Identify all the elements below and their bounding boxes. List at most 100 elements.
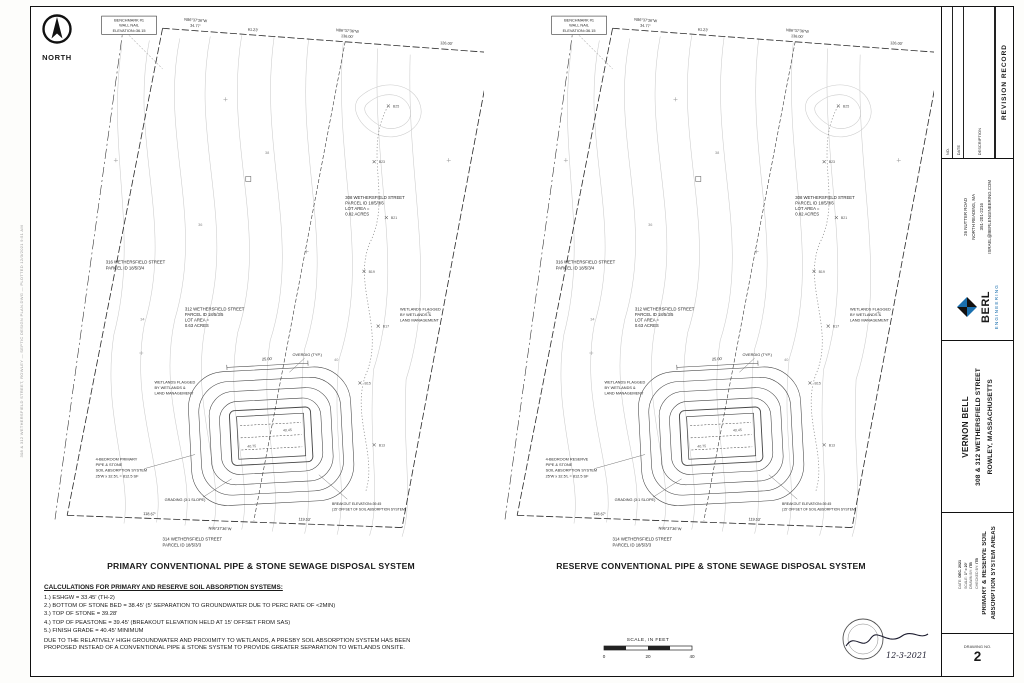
grading-label: GRADING (3:1 SLOPE)	[615, 498, 657, 502]
notes-item: 4.) TOP OF PEASTONE = 39.45' (BREAKOUT E…	[44, 619, 291, 626]
drawing-border	[30, 6, 1014, 677]
parcel-label-line: PARCEL ID 18/5/3/6	[345, 200, 384, 205]
parcel-label-line: 308 WETHERSFIELD STREET	[345, 195, 405, 200]
scale-value: 1" = 20'	[963, 562, 968, 575]
benchmark-line1: BENCHMARK #1	[114, 19, 144, 23]
scale-tick: 40	[689, 654, 695, 659]
test-hole-symbol	[695, 176, 702, 182]
notes-heading: CALCULATIONS FOR PRIMARY AND RESERVE SOI…	[44, 584, 283, 591]
bearing-label: N86°37'36"W	[659, 526, 682, 531]
project-town: ROWLEY, MASSACHUSETTS	[987, 378, 994, 475]
parcel-label-line: 0.63 ACRES	[185, 323, 209, 328]
calculations-notes: CALCULATIONS FOR PRIMARY AND RESERVE SOI…	[44, 584, 444, 653]
wetland-line	[360, 106, 389, 493]
scale-bar-graphic: 0 20 40	[603, 645, 695, 659]
breakout-line: BREAKOUT ELEVATION=39.45	[332, 502, 381, 506]
date-label: DATE:	[958, 578, 963, 589]
overdig-label: OVERDIG (TYP.)	[742, 353, 772, 357]
bearing-label: N86°37'36"W	[209, 526, 232, 531]
property-boundary	[504, 22, 934, 528]
parcel-label-line: LOT AREA =	[345, 206, 370, 211]
firm-logo: BERL ENGINEERING	[942, 274, 1013, 340]
benchmark-line1: BENCHMARK #1	[564, 19, 594, 23]
contour-lines	[560, 35, 872, 537]
wetlands-note-right: WETLANDS FLAGGED BY WETLANDS & LAND MANA…	[850, 307, 891, 322]
revision-col-no: NO.	[942, 7, 953, 158]
drawing-number-value: 2	[973, 649, 982, 664]
checked-by-label: CHECKED BY:	[974, 564, 979, 589]
benchmark-box: BENCHMARK #1 WALL NAIL ELEVATION=36.15	[101, 15, 163, 70]
parcel-label-line: PARCEL ID 18/5/3/4	[556, 265, 595, 270]
wetlands-note-line: WETLANDS FLAGGED	[154, 380, 195, 384]
plan-title: RESERVE CONVENTIONAL PIPE & STONE SEWAGE…	[556, 561, 866, 571]
sas-width-dimension	[676, 360, 759, 370]
revision-col-date-label: DATE	[955, 144, 961, 155]
parcel-label-line: PARCEL ID 18/5/3/4	[106, 265, 145, 270]
wetland-flag-labels: B25 B23 B21 B19 B17 B15 B13	[815, 104, 850, 447]
wetland-flag-label: B21	[841, 216, 847, 220]
north-arrow-icon	[42, 14, 72, 44]
parcel-label-line: 314 WETHERSFIELD STREET	[613, 537, 673, 542]
scale-bar-label: SCALE, IN FEET	[626, 638, 670, 643]
parcel-label-line: PARCEL ID 18/5/3/5	[185, 312, 224, 317]
revision-record-title: REVISION RECORD	[1001, 44, 1008, 121]
contour-labels: 34 36 38 40	[140, 151, 338, 362]
parcel-label-line: 316 WETHERSFIELD STREET	[106, 260, 166, 265]
parcel-312-label: 312 WETHERSFIELD STREET PARCEL ID 18/5/3…	[635, 306, 695, 328]
sheet-title-line1: PRIMARY & RESERVE SOIL	[981, 531, 988, 615]
top-bearing-labels: N86°37'36"W 34.77' 61.23' N86°37'36"W 13…	[184, 18, 453, 46]
wetland-flag-marks	[808, 104, 841, 447]
checked-by-value: ITB	[974, 557, 979, 564]
revision-col-no-label: NO.	[944, 147, 950, 155]
date-field: DATE: DEC. 2021	[958, 558, 962, 589]
scale-bar: SCALE, IN FEET 0 20 40	[596, 638, 700, 667]
parcel-label-line: 308 WETHERSFIELD STREET	[795, 195, 855, 200]
plot-stamp: 308 & 312 WETHERSFIELD STREET, ROWLEY — …	[15, 7, 27, 676]
parcel-308-label: 308 WETHERSFIELD STREET PARCEL ID 18/5/3…	[345, 195, 405, 217]
breakout-label: BREAKOUT ELEVATION=39.45 (15' OFFSET OF …	[332, 502, 406, 511]
drawn-by-field: DRAWN BY: ITB	[969, 558, 973, 589]
revision-col-date: DATE	[953, 7, 964, 158]
breakout-label: BREAKOUT ELEVATION=39.45 (15' OFFSET OF …	[782, 502, 856, 511]
parcel-314-label: 314 WETHERSFIELD STREET PARCEL ID 18/5/3…	[613, 537, 673, 548]
revision-col-description-label: DESCRIPTION	[976, 127, 982, 155]
parcel-316-label: 316 WETHERSFIELD STREET PARCEL ID 18/5/3…	[106, 260, 166, 271]
overdig-label: OVERDIG (TYP.)	[292, 353, 322, 357]
site-plan-panel: 34 36 38 40	[36, 10, 486, 582]
north-arrow: NORTH	[36, 12, 78, 62]
benchmark-line2: WALL NAIL	[569, 24, 590, 28]
bearing-label: N86°37'36"W	[184, 18, 207, 24]
wetlands-note-line: LAND MANAGEMENT	[154, 392, 194, 396]
wetland-flag-label: B13	[379, 443, 385, 447]
sas-spot-elevation: 40.75	[697, 444, 706, 448]
contour-label: 36	[648, 223, 652, 227]
callout-leaders	[144, 357, 348, 500]
sas-desc-line: 4-BEDROOM RESERVE	[546, 458, 589, 462]
wetland-flag-label: B15	[815, 381, 821, 385]
sas-desc-line: 4-BEDROOM PRIMARY	[96, 458, 138, 462]
firm-email: ISRAEL@BERLENGINEERING.COM	[987, 179, 992, 254]
site-plan-drawing: 34 36 38 40	[54, 15, 484, 547]
bottom-bearing-labels: 118.67' 119.53' N86°37'36"W	[143, 512, 311, 531]
parcel-label-line: PARCEL ID 18/5/3/6	[795, 200, 834, 205]
sas-desc-line: PIPE & STONE	[546, 463, 573, 467]
scale-label: SCALE:	[963, 575, 968, 589]
firm-subtitle: ENGINEERING	[994, 284, 999, 330]
contour-label: 38	[265, 151, 269, 155]
engineer-seal-icon: 12-3-2021	[842, 618, 929, 660]
wetland-flag-labels: B25 B23 B21 B19 B17 B15 B13	[365, 104, 400, 447]
distance-label: 136.00'	[341, 34, 354, 39]
revision-title-col: REVISION RECORD	[995, 7, 1013, 158]
sas-grading-rings	[638, 366, 805, 506]
sas-grading-rings	[188, 366, 355, 506]
property-boundary	[54, 22, 484, 528]
contour-label: 38	[715, 151, 719, 155]
spot-elevation-marks	[113, 97, 451, 356]
notes-paragraph: DUE TO THE RELATIVELY HIGH GROUNDWATER A…	[44, 637, 411, 652]
contour-labels: 34 36 38 40	[590, 151, 788, 362]
wetlands-note-line: BY WETLANDS &	[604, 386, 636, 390]
distance-label: 61.23'	[248, 28, 259, 33]
parcel-label-line: LOT AREA =	[185, 318, 210, 323]
benchmark-line3: ELEVATION=36.15	[113, 29, 146, 33]
notes-item: 5.) FINISH GRADE = 40.45' MINIMUM	[44, 628, 144, 635]
